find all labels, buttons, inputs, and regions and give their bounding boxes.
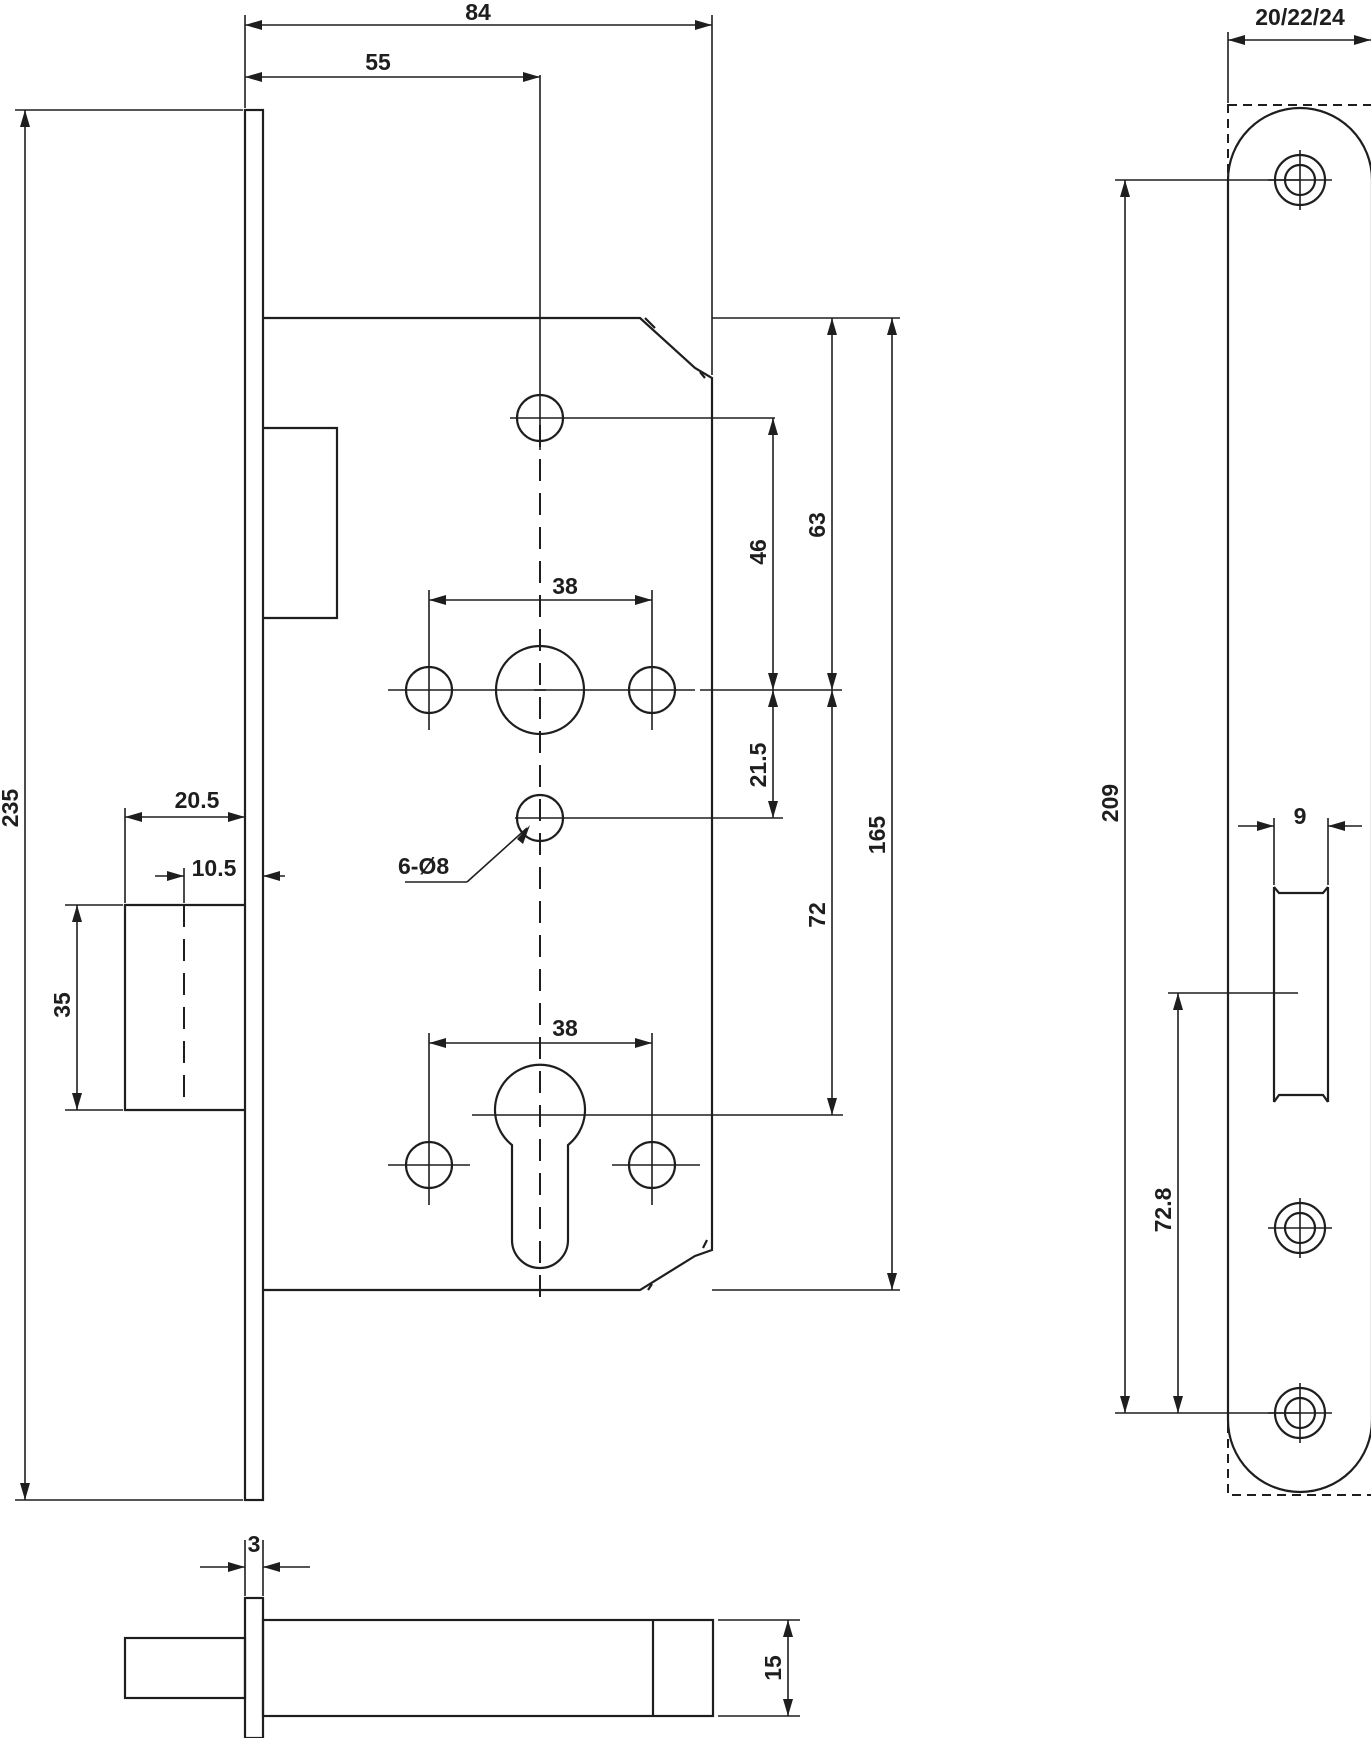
faceplate-edge — [243, 1596, 265, 1738]
faceplate-outline — [1226, 106, 1371, 1494]
faceplate-hole-middle — [1268, 1198, 1332, 1258]
dim-latch-offset: 10.5 — [192, 855, 237, 881]
faceplate-latch-slot — [1272, 886, 1330, 1103]
lock-body — [263, 316, 714, 1292]
dim-faceplate-thickness: 3 — [248, 1531, 261, 1557]
dim-overall-width: 84 — [465, 0, 491, 25]
dim-backset: 55 — [365, 49, 391, 75]
dim-bolt-height: 15 — [760, 1655, 786, 1681]
cylinder-cutout — [388, 1033, 843, 1270]
faceplate-view: 20/22/24 209 9 72.8 — [1097, 4, 1371, 1496]
dim-top-to-center: 63 — [804, 512, 830, 538]
middle-screw-hole — [515, 793, 783, 843]
top-screw-hole — [510, 393, 775, 443]
dim-hole-callout: 6-Ø8 — [398, 853, 449, 879]
dim-latch-height: 35 — [49, 992, 75, 1018]
bottom-view: 3 15 — [123, 1531, 800, 1738]
dim-screw-spacing-upper: 38 — [552, 573, 578, 599]
dim-height-235: 235 — [0, 789, 23, 828]
dim-faceplate-width: 20/22/24 — [1255, 4, 1345, 30]
dim-slot-to-hole: 72.8 — [1150, 1187, 1176, 1232]
dim-slot-width: 9 — [1294, 803, 1307, 829]
dim-screw-spacing-lower: 38 — [552, 1015, 578, 1041]
dim-faceplate-hole-spacing: 209 — [1097, 784, 1123, 822]
dim-latch-dist: 20.5 — [175, 787, 220, 813]
faceplate — [243, 108, 265, 1502]
spindle-group — [388, 590, 842, 736]
lock-case-section — [261, 1618, 715, 1718]
faceplate-envelope — [1227, 104, 1371, 1496]
dim-center-to-cylinder: 72 — [804, 902, 830, 928]
dim-lower-hole-dist: 21.5 — [745, 742, 771, 787]
front-view: 84 55 235 20.5 10.5 35 — [0, 0, 900, 1502]
dim-body-height: 165 — [864, 816, 890, 855]
dim-spindle-to-top: 46 — [745, 539, 771, 565]
bolt-tail — [123, 1636, 247, 1700]
latch-slot — [263, 426, 339, 620]
